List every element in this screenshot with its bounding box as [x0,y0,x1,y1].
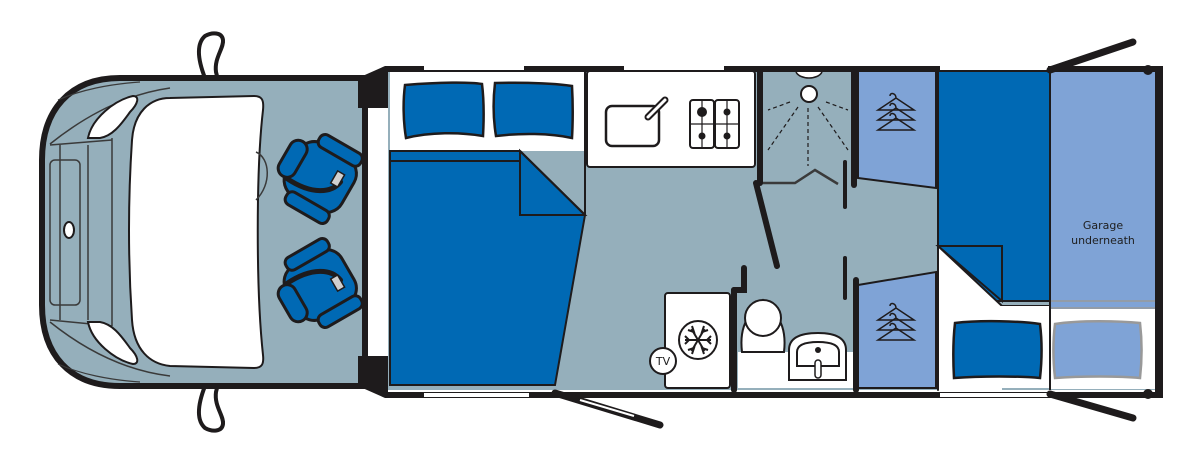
tv-icon: TV [649,347,677,375]
partitions [731,69,939,393]
shower-head-icon [800,85,818,103]
pillow-icon [492,81,574,140]
garage-door-top[interactable] [1046,38,1137,74]
window [424,66,524,70]
passenger-seat [276,237,364,329]
snowflake-icon [678,320,718,360]
tv-label: TV [655,355,671,368]
headlight-top [86,94,139,139]
headlight-bottom [86,321,139,366]
mirror-bottom [197,382,226,433]
toilet-icon [740,298,786,353]
garage [1051,71,1155,311]
garage-door-bottom[interactable] [1046,390,1137,422]
cab [39,31,368,433]
window [940,393,1048,397]
window [940,66,1048,70]
hob-icon [689,99,740,149]
hanger-icon [875,302,917,341]
entrance-door[interactable] [551,389,664,429]
garage-label-line2: underneath [1071,234,1135,247]
driver-seat [276,133,364,225]
pillow-icon [952,319,1043,380]
windscreen [128,94,265,370]
pillow-icon [1052,320,1143,380]
shower [760,71,849,186]
garage-label-line1: Garage [1083,219,1124,232]
sink-icon [604,96,669,148]
pillow-icon [402,81,485,140]
mirror-top [197,31,226,82]
window [624,66,724,70]
window [424,393,529,397]
badge-icon [63,221,75,239]
hanger-icon [875,92,917,131]
washbasin-icon [788,331,847,381]
